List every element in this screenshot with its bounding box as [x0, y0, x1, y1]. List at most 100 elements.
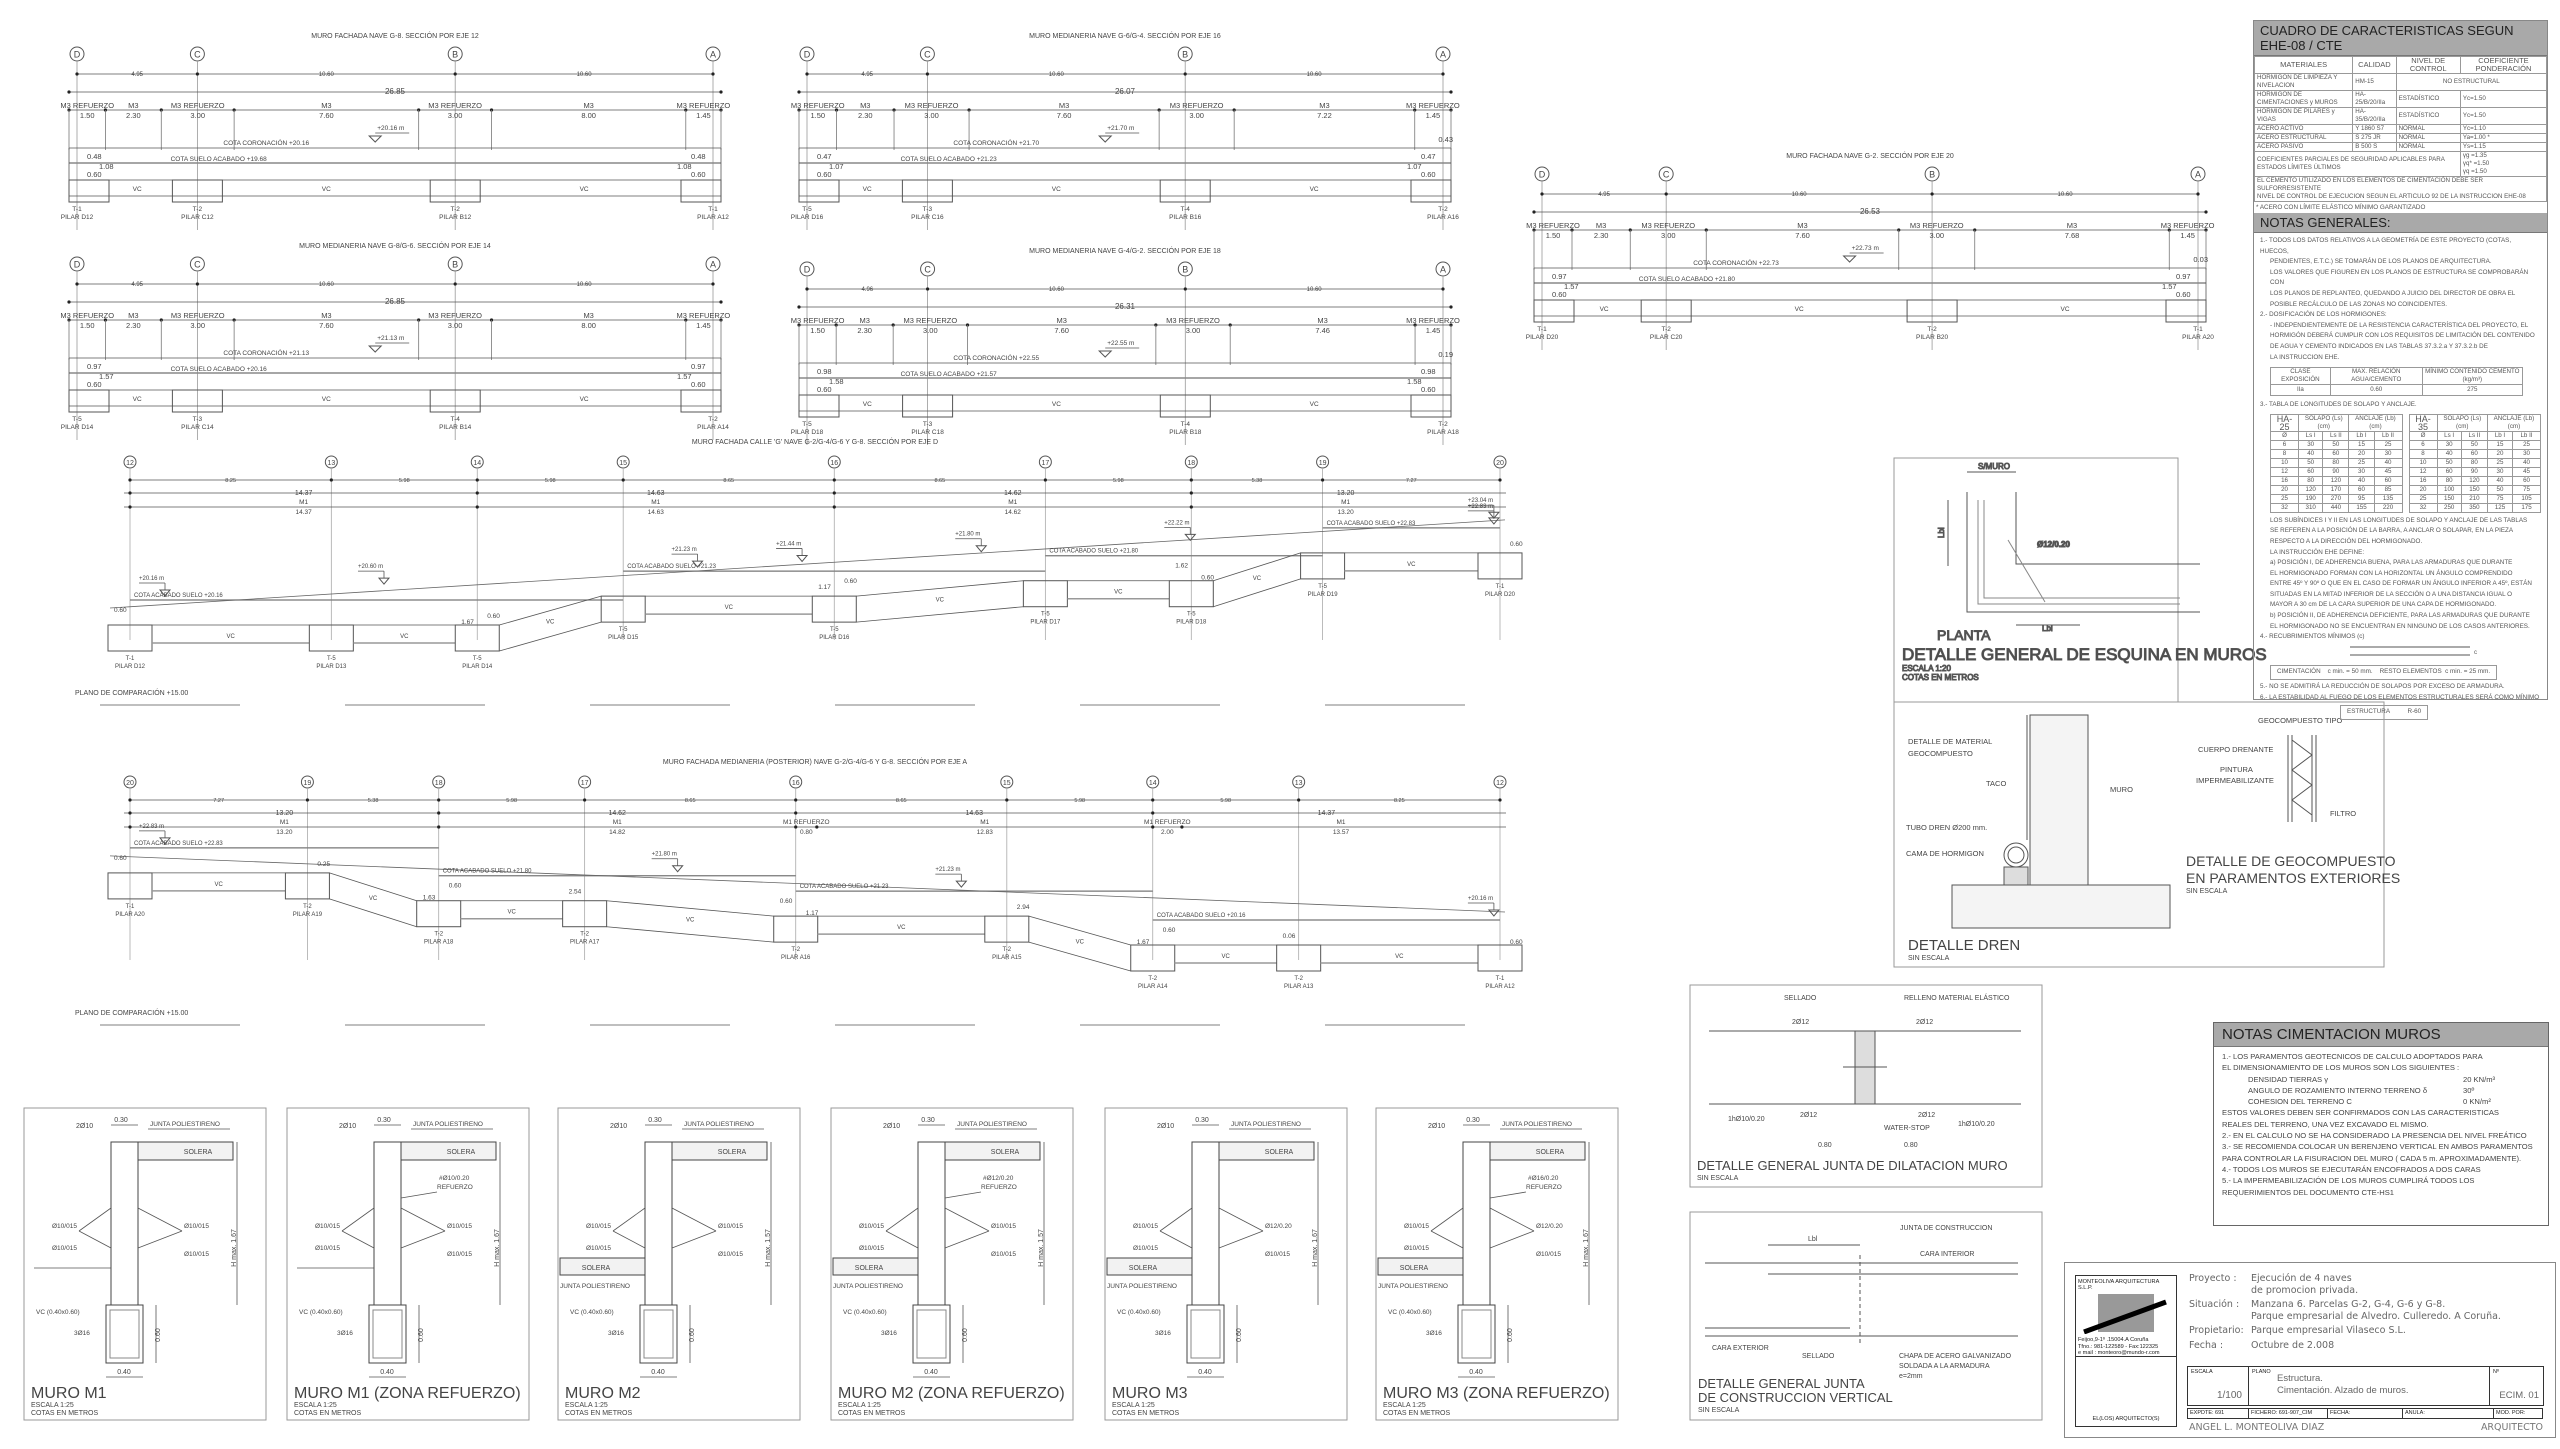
vc-label: VC: [1052, 401, 1061, 408]
table-cell: HORMIGON DE CIMENTACIONES y MUROS: [2253, 90, 2354, 108]
table-cell: 12: [2408, 466, 2438, 477]
ramp-beam-top: [606, 900, 774, 917]
ramp-beam-top: [1028, 915, 1131, 946]
cover-diagram: c: [2350, 646, 2477, 656]
segment-label: M3 REFUERZO: [60, 311, 114, 320]
span-dim-value: 8.25: [225, 478, 236, 484]
table-header: SOLAPO (Ls) (cm): [2298, 413, 2350, 432]
pilar-type: T-2: [1438, 206, 1448, 213]
pilar-name: PILAR A18: [1427, 429, 1459, 436]
slab-label: SOLERA: [1129, 1265, 1158, 1272]
axis-label: A: [1440, 265, 1446, 275]
level-triangle-icon: [158, 589, 172, 597]
table-header: Lb I: [2348, 430, 2375, 441]
pilar-name: PILAR A16: [781, 955, 811, 961]
pilar-footing: [68, 179, 110, 203]
file-info: EXPDTE: 691 FICHERO: 691-907_CIM FECHA: …: [2187, 1408, 2543, 1419]
pilar-type: T-5: [1318, 584, 1327, 590]
upper-slab: [671, 1141, 768, 1161]
wall-label: M1: [651, 499, 660, 506]
segment-value: 3.00: [1189, 111, 1204, 120]
vc-label: VC: [863, 401, 872, 408]
level-mark: +22.55 m: [1107, 340, 1134, 347]
wall-value: 13.20: [1338, 509, 1355, 516]
pilar-type: T-5: [473, 656, 482, 662]
long-elevation-0: MURO FACHADA CALLE 'G' NAVE G-2/G-4/G-6 …: [75, 437, 1523, 706]
span-dim-value: 10.60: [1307, 287, 1323, 293]
table-cell: Ya=1.00 *: [2459, 133, 2548, 143]
note-line: 4.- RECUBRIMIENTOS MÍNIMOS (c): [2260, 633, 2365, 641]
dim-value: 0.60: [2176, 290, 2191, 299]
expte: EXPDTE: 691: [2187, 1408, 2249, 1419]
table-cell: 125: [2486, 502, 2514, 513]
axis-label: D: [804, 265, 811, 275]
leader: [671, 1207, 717, 1232]
vc-label: VC: [686, 917, 695, 923]
note-line: 4.- TODOS LOS MUROS SE EJECUTARÁN ENCOFR…: [2222, 1164, 2481, 1174]
vc-label: VC: [1407, 562, 1416, 568]
axis-label: 18: [1187, 460, 1195, 467]
leader: [1218, 1230, 1264, 1249]
span-dim-value: 10.60: [2058, 192, 2074, 198]
lower-slab: [1106, 1257, 1193, 1276]
footing-h-value: 0.60: [155, 1328, 162, 1342]
table-cell: HORMIGON DE LIMPIEZA Y NIVELACION: [2253, 73, 2354, 91]
joint-label: JUNTA POLIESTIRENO: [1231, 1121, 1301, 1128]
segment-label: M3 REFUERZO: [677, 311, 731, 320]
span-dim-value: 5.98: [1220, 798, 1231, 804]
pilar-type: T-2: [434, 932, 443, 938]
elevation-1: MURO MEDIANERIA NAVE G-6/G-4. SECCIÓN PO…: [791, 31, 1460, 230]
table-cell: 16: [2269, 475, 2300, 486]
param-value: 20 KN/m³: [2463, 1074, 2496, 1084]
leader: [341, 1230, 375, 1249]
pilar-name: PILAR D19: [1308, 592, 1339, 598]
cover-value: c min. = 50 mm.: [2327, 668, 2373, 676]
section-frame: [1104, 1107, 1348, 1421]
dim-value: 1.57: [2162, 282, 2177, 291]
pilar-type: T-4: [450, 416, 460, 423]
segment-value: 7.60: [1795, 231, 1810, 240]
plan-key: PLANO: [2252, 1369, 2271, 1375]
scale-label: ESCALA 1:25: [838, 1402, 881, 1409]
dim-tick: [67, 300, 71, 304]
note-line: EL HORMIGONADO FORMAN CON LA HORIZONTAL …: [2270, 569, 2513, 577]
vertical-sub: SIN ESCALA: [1698, 1407, 1740, 1414]
vertical-title-2: DE CONSTRUCCION VERTICAL: [1698, 1390, 1893, 1405]
date: Octubre de 2.008: [2251, 1339, 2335, 1351]
level-triangle-icon: [1097, 135, 1113, 143]
segment-value: 1.50: [810, 326, 825, 335]
pilar-footing: [1410, 179, 1452, 203]
axis-label: A: [710, 260, 716, 270]
vc-label: VC: [400, 634, 409, 640]
axis-label: 19: [304, 780, 312, 787]
level-triangle-icon: [1487, 511, 1500, 520]
dim-tick: [805, 72, 809, 76]
upper-slab: [1489, 1141, 1586, 1161]
table-cell: NORMAL: [2395, 142, 2461, 152]
pilar-footing: [1159, 394, 1211, 418]
table-header: Ø: [2408, 430, 2438, 441]
dim-value: 1.67: [1137, 939, 1150, 946]
pilar-footing: [811, 595, 857, 623]
bottom-bars-label: 3Ø16: [1155, 1330, 1171, 1337]
table-cell: 6: [2269, 439, 2300, 450]
wall-value: 13.20: [276, 829, 293, 836]
horiz-label-2: 1hØ10/0.20: [1958, 1121, 1995, 1128]
table-cell: 30: [2512, 448, 2541, 459]
pilar-footing: [1168, 580, 1214, 608]
slab-label: SOLERA: [184, 1149, 213, 1156]
table-header: HA-25: [2269, 413, 2300, 432]
segment-value: 2.30: [857, 326, 872, 335]
pilar-name: PILAR A16: [1427, 214, 1459, 221]
right-bar-label: Ø10/015: [447, 1223, 472, 1230]
vc-label: VC: [322, 186, 331, 193]
segment-label: M3 REFUERZO: [1406, 101, 1460, 110]
axis-label: A: [710, 50, 716, 60]
dim-tick: [453, 72, 457, 76]
dim-tick: [1151, 798, 1155, 802]
